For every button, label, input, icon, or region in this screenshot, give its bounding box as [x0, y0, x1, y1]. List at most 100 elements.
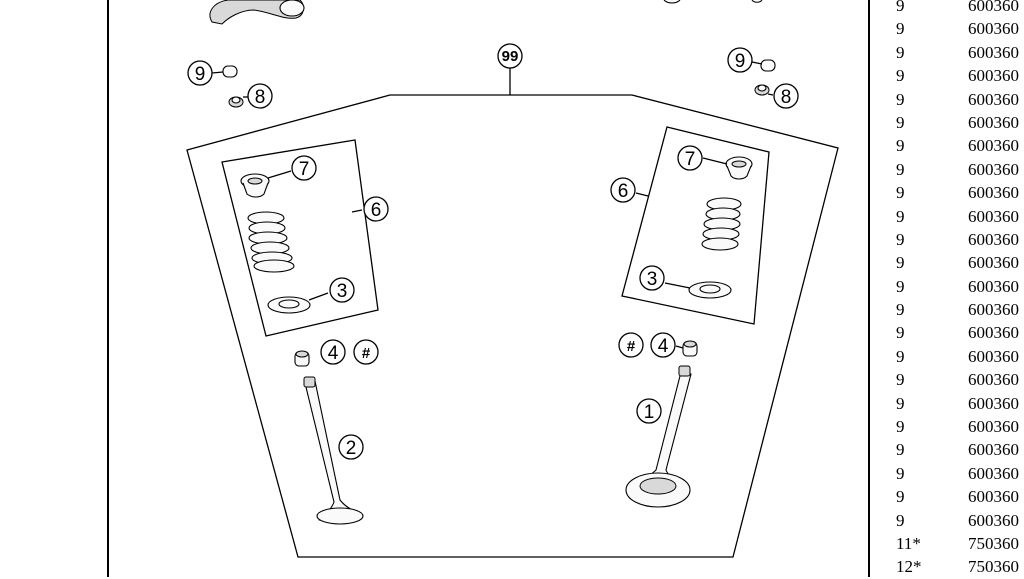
part-position: 9	[896, 440, 905, 460]
callout-7-right[interactable]: 7	[677, 145, 703, 171]
part-position: 9	[896, 463, 905, 483]
part-position: 9	[896, 300, 905, 320]
callout-99[interactable]: 99	[497, 43, 523, 69]
spring-box-right	[621, 126, 770, 325]
part-position: 9	[896, 0, 905, 15]
part-number: 600360	[968, 510, 1019, 530]
parts-list-row[interactable]: 9 600360	[880, 462, 1024, 485]
parts-list-row[interactable]: 12* 750360	[880, 555, 1024, 578]
part-number: 600360	[968, 66, 1019, 86]
parts-list-table: 9 600360 9 600360 9 600360 9 600360 9 600360 9 6003…	[880, 0, 1024, 579]
svg-text:8: 8	[781, 87, 792, 108]
part-number: 600360	[968, 0, 1019, 15]
part-number: 600360	[968, 323, 1019, 343]
part-number: 600360	[968, 229, 1019, 249]
parts-list-row[interactable]: 9 600360	[880, 181, 1024, 204]
part-number: 600360	[968, 159, 1019, 179]
leader-9-right	[751, 61, 763, 65]
part-position: 9	[896, 229, 905, 249]
callout-8-left[interactable]: 8	[247, 83, 273, 109]
part-position: 9	[896, 159, 905, 179]
parts-list-row[interactable]: 9 600360	[880, 509, 1024, 532]
parts-list-row[interactable]: 9 600360	[880, 228, 1024, 251]
leader-6-left	[351, 209, 363, 213]
parts-list-row[interactable]: 11* 750360	[880, 532, 1024, 555]
svg-text:#: #	[627, 338, 636, 355]
intake-valve-right	[625, 365, 692, 508]
part-position: 9	[896, 66, 905, 86]
svg-text:6: 6	[618, 181, 629, 202]
part-position: 9	[896, 370, 905, 390]
svg-text:#: #	[362, 345, 371, 362]
leader-6-right	[635, 192, 649, 197]
part-position: 9	[896, 183, 905, 203]
part-position: 9	[896, 510, 905, 530]
callout-3-left[interactable]: 3	[329, 277, 355, 303]
part-number: 600360	[968, 136, 1019, 156]
part-position: 9	[896, 417, 905, 437]
part-number: 600360	[968, 253, 1019, 273]
callout-3-right[interactable]: 3	[639, 265, 665, 291]
part-number: 600360	[968, 393, 1019, 413]
parts-list-row[interactable]: 9 600360	[880, 0, 1024, 17]
part-position: 9	[896, 487, 905, 507]
callout-9-right[interactable]: 9	[727, 47, 753, 73]
part-number: 600360	[968, 89, 1019, 109]
part-number: 600360	[968, 206, 1019, 226]
part-number: 600360	[968, 300, 1019, 320]
leader-4-right	[675, 345, 684, 349]
callout-2[interactable]: 2	[338, 434, 364, 460]
spring-box-left	[221, 139, 379, 337]
leader-3-right	[664, 282, 691, 289]
parts-list-row[interactable]: 9 600360	[880, 298, 1024, 321]
svg-text:9: 9	[735, 51, 746, 72]
callout-7-left[interactable]: 7	[291, 155, 317, 181]
spring-seat-right	[688, 281, 732, 299]
callout-6-left[interactable]: 6	[363, 196, 389, 222]
valve-kit-outline	[186, 94, 839, 558]
part-number: 600360	[968, 183, 1019, 203]
callout-hash-left[interactable]: #	[353, 339, 379, 365]
valve-spring-right	[701, 197, 742, 251]
part-number: 750360	[968, 533, 1019, 553]
valve-cotter-left	[228, 96, 244, 108]
spring-seat-left	[267, 296, 311, 314]
svg-text:1: 1	[644, 402, 655, 423]
part-number: 600360	[968, 463, 1019, 483]
spring-retainer-left	[240, 173, 270, 198]
rocker-arm-partial	[209, 0, 305, 25]
callout-hash-right[interactable]: #	[618, 332, 644, 358]
part-number: 750360	[968, 557, 1019, 577]
parts-list-row[interactable]: 9 600360	[880, 64, 1024, 87]
parts-list-row[interactable]: 9 600360	[880, 158, 1024, 181]
svg-text:3: 3	[647, 269, 658, 290]
callout-9-left[interactable]: 9	[187, 60, 213, 86]
callout-4-left[interactable]: 4	[320, 339, 346, 365]
part-number: 600360	[968, 19, 1019, 39]
part-position: 11*	[896, 533, 921, 553]
svg-text:9: 9	[195, 64, 206, 85]
leader-8-right	[767, 93, 774, 96]
part-position: 12*	[896, 557, 922, 577]
valve-spring-left	[247, 211, 295, 273]
callout-4-right[interactable]: 4	[650, 332, 676, 358]
callout-6-right[interactable]: 6	[610, 177, 636, 203]
callout-1[interactable]: 1	[636, 398, 662, 424]
callout-8-right[interactable]: 8	[773, 83, 799, 109]
